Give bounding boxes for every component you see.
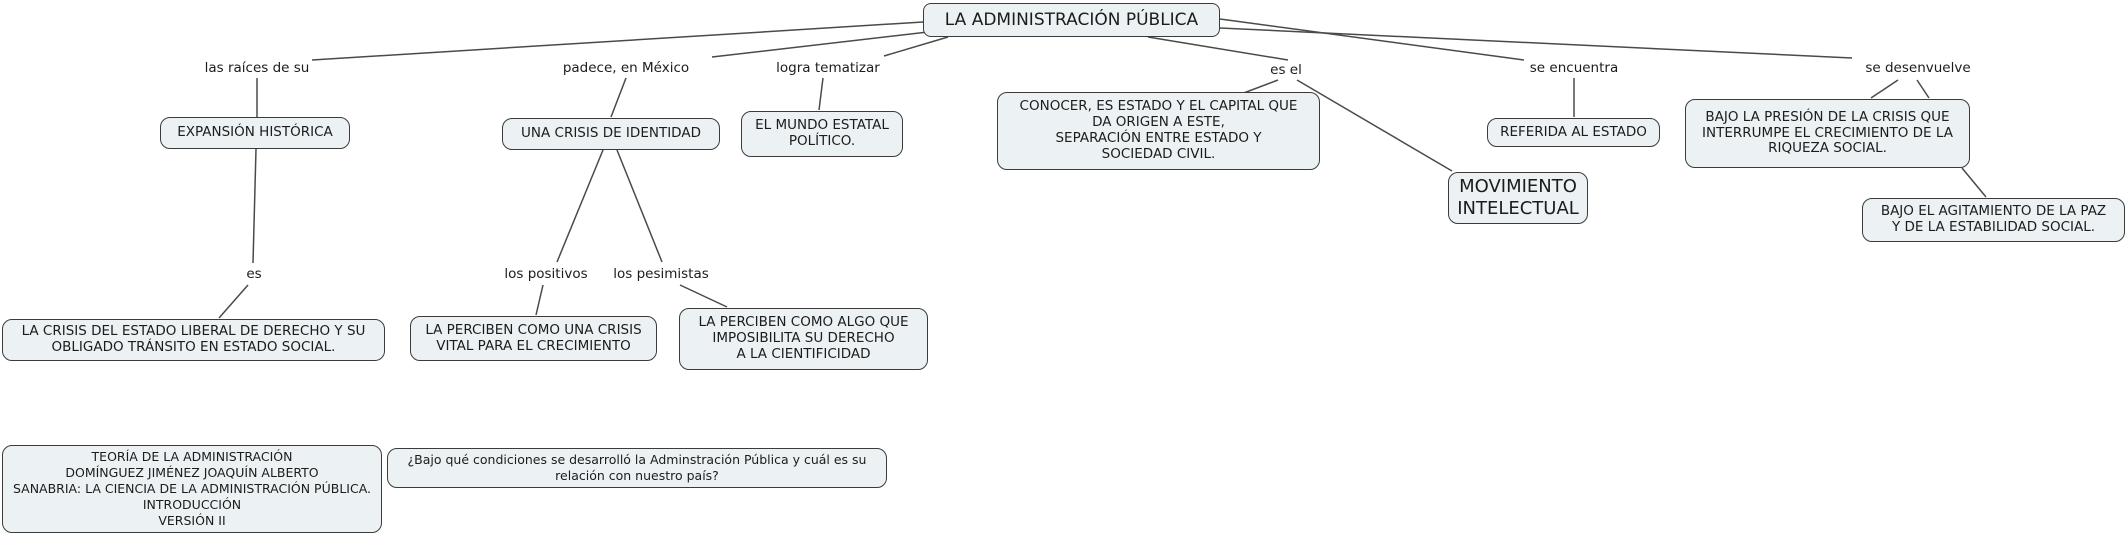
note-pregunta-enfoque[interactable]: ¿Bajo qué condiciones se desarrolló la A… xyxy=(387,448,887,488)
line-se-desenvuelve-to-presion-right xyxy=(1916,79,1930,99)
concept-movimiento-intelectual[interactable]: MOVIMIENTO INTELECTUAL xyxy=(1448,172,1588,224)
concept-una-crisis-de-identidad[interactable]: UNA CRISIS DE IDENTIDAD xyxy=(502,118,720,150)
line-expansion-to-es xyxy=(252,148,257,264)
line-padece-to-una-crisis xyxy=(610,77,627,118)
concept-referida-al-estado[interactable]: REFERIDA AL ESTADO xyxy=(1487,118,1660,147)
line-positivos-to-perciben-crisis xyxy=(535,284,544,316)
concept-perciben-algo-imposibilita[interactable]: LA PERCIBEN COMO ALGO QUE IMPOSIBILITA S… xyxy=(679,308,928,370)
concept-conocer-estado-capital[interactable]: CONOCER, ES ESTADO Y EL CAPITAL QUE DA O… xyxy=(997,92,1320,170)
concept-la-administracion-publica[interactable]: LA ADMINISTRACIÓN PÚBLICA xyxy=(923,3,1220,37)
line-se-desenvuelve-to-presion-left xyxy=(1870,79,1899,99)
line-title-to-las-raices xyxy=(311,21,924,61)
line-presion-to-agitamiento xyxy=(1961,167,1987,198)
linking-phrase-los-pesimistas[interactable]: los pesimistas xyxy=(613,266,709,282)
note-referencia-bibliografica[interactable]: TEORÍA DE LA ADMINISTRACIÓN DOMÍNGUEZ JI… xyxy=(2,445,382,533)
linking-phrase-las-raices-de-su[interactable]: las raíces de su xyxy=(204,60,310,76)
line-title-to-logra xyxy=(883,36,949,57)
linking-phrase-se-desenvuelve[interactable]: se desenvuelve xyxy=(1865,60,1971,76)
concept-bajo-agitamiento-paz[interactable]: BAJO EL AGITAMIENTO DE LA PAZ Y DE LA ES… xyxy=(1862,198,2125,242)
line-logra-to-mundo-estatal xyxy=(818,77,824,111)
line-es-el-to-movimiento xyxy=(1296,79,1453,172)
line-title-to-es-el xyxy=(1147,36,1289,61)
line-pesimistas-to-perciben-algo xyxy=(679,284,728,308)
concept-el-mundo-estatal-politico[interactable]: EL MUNDO ESTATAL POLÍTICO. xyxy=(741,111,903,157)
linking-phrase-los-positivos[interactable]: los positivos xyxy=(504,266,588,282)
linking-phrase-es[interactable]: es xyxy=(246,266,262,282)
line-una-crisis-to-pesimistas xyxy=(616,149,663,263)
concept-crisis-estado-liberal[interactable]: LA CRISIS DEL ESTADO LIBERAL DE DERECHO … xyxy=(2,319,385,361)
linking-phrase-es-el[interactable]: es el xyxy=(1270,62,1302,78)
line-es-to-crisis-liberal xyxy=(218,284,249,319)
line-title-to-se-encuentra xyxy=(1219,18,1525,61)
line-una-crisis-to-positivos xyxy=(556,149,604,263)
linking-phrase-se-encuentra[interactable]: se encuentra xyxy=(1529,60,1619,76)
concept-expansion-historica[interactable]: EXPANSIÓN HISTÓRICA xyxy=(160,117,350,149)
concept-bajo-presion-crisis[interactable]: BAJO LA PRESIÓN DE LA CRISIS QUE INTERRU… xyxy=(1685,99,1970,168)
linking-phrase-padece-en-mexico[interactable]: padece, en México xyxy=(562,60,690,76)
linking-phrase-logra-tematizar[interactable]: logra tematizar xyxy=(776,60,880,76)
line-title-to-padece xyxy=(711,31,929,58)
line-title-to-se-desenvuelve xyxy=(1219,27,1853,59)
concept-perciben-crisis-vital[interactable]: LA PERCIBEN COMO UNA CRISIS VITAL PARA E… xyxy=(410,316,657,361)
